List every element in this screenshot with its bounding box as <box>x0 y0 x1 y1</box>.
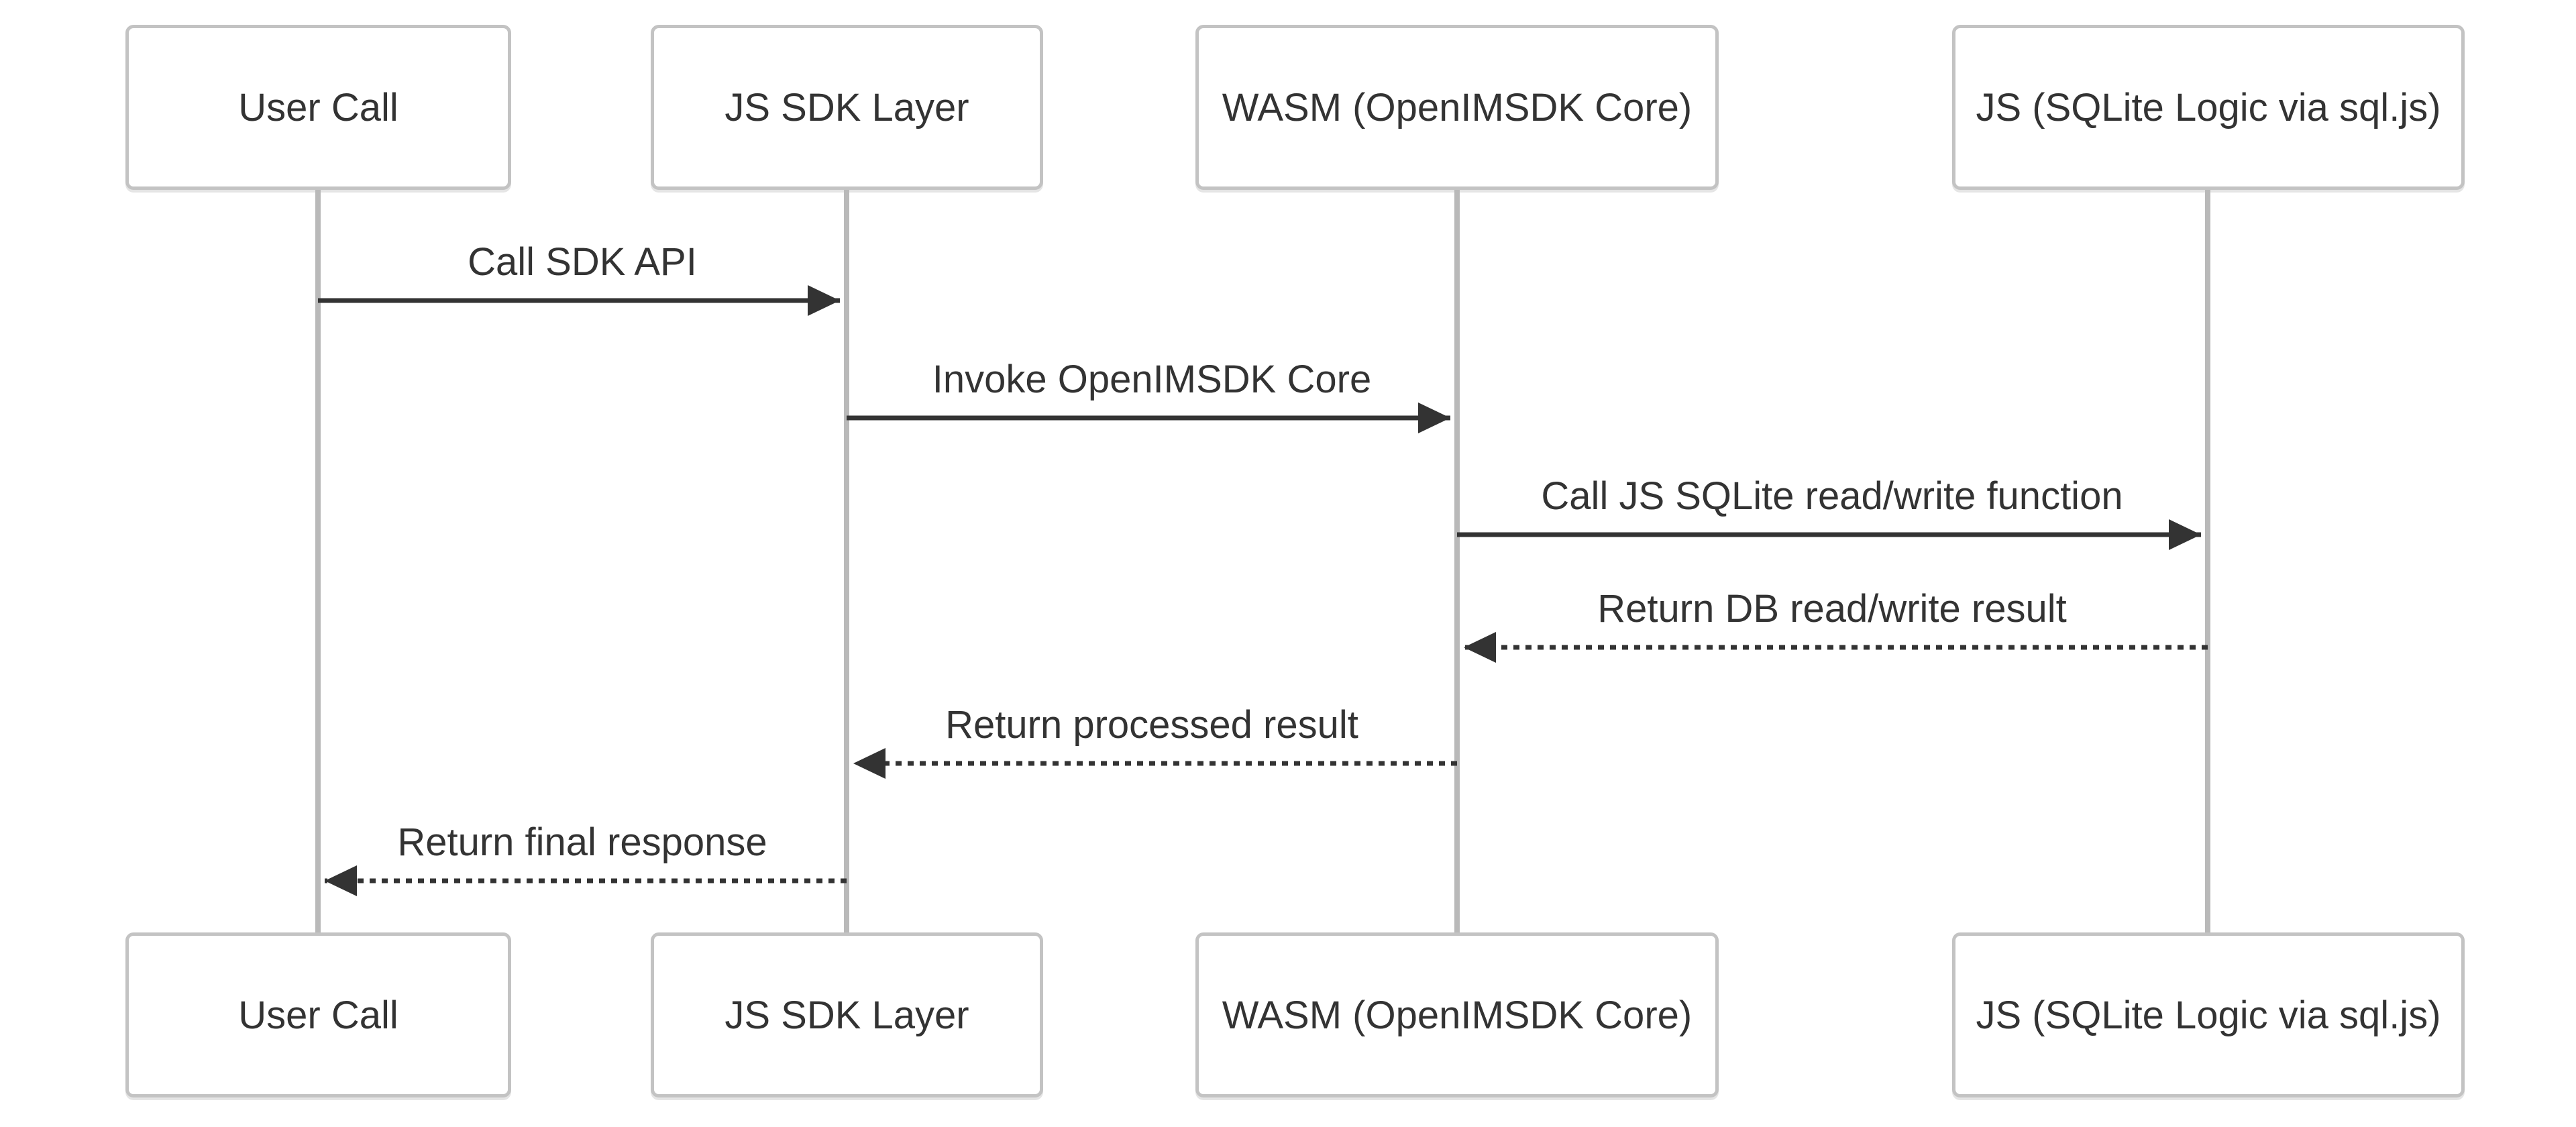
actor-label-js-sdk-layer-bottom: JS SDK Layer <box>724 993 969 1037</box>
actor-box-js-sqlite-bottom: JS (SQLite Logic via sql.js) <box>1952 932 2465 1097</box>
actor-box-wasm-core-bottom: WASM (OpenIMSDK Core) <box>1195 932 1719 1097</box>
lifeline-wasm-core <box>1454 190 1460 932</box>
message-label-return-db-result: Return DB read/write result <box>1597 587 2067 631</box>
actor-label-user-call-top: User Call <box>238 85 398 129</box>
actor-label-js-sqlite-bottom: JS (SQLite Logic via sql.js) <box>1976 993 2441 1037</box>
actor-label-wasm-core-top: WASM (OpenIMSDK Core) <box>1222 85 1693 129</box>
actor-box-user-call-bottom: User Call <box>125 932 511 1097</box>
message-label-return-final-response: Return final response <box>397 820 767 864</box>
actor-label-js-sqlite-top: JS (SQLite Logic via sql.js) <box>1976 85 2441 129</box>
lifeline-user-call <box>315 190 321 932</box>
actor-box-wasm-core-top: WASM (OpenIMSDK Core) <box>1195 25 1719 190</box>
message-label-call-sdk-api: Call SDK API <box>468 240 697 284</box>
actor-label-js-sdk-layer-top: JS SDK Layer <box>724 85 969 129</box>
lifeline-js-sqlite <box>2205 190 2210 932</box>
actor-box-js-sdk-layer-top: JS SDK Layer <box>651 25 1043 190</box>
message-label-return-processed-result: Return processed result <box>945 703 1358 747</box>
message-label-call-js-sqlite: Call JS SQLite read/write function <box>1541 474 2123 518</box>
actor-box-user-call-top: User Call <box>125 25 511 190</box>
actor-label-user-call-bottom: User Call <box>238 993 398 1037</box>
message-label-invoke-openimsdk-core: Invoke OpenIMSDK Core <box>932 358 1372 401</box>
lifeline-js-sdk-layer <box>844 190 849 932</box>
actor-box-js-sdk-layer-bottom: JS SDK Layer <box>651 932 1043 1097</box>
actor-box-js-sqlite-top: JS (SQLite Logic via sql.js) <box>1952 25 2465 190</box>
actor-label-wasm-core-bottom: WASM (OpenIMSDK Core) <box>1222 993 1693 1037</box>
